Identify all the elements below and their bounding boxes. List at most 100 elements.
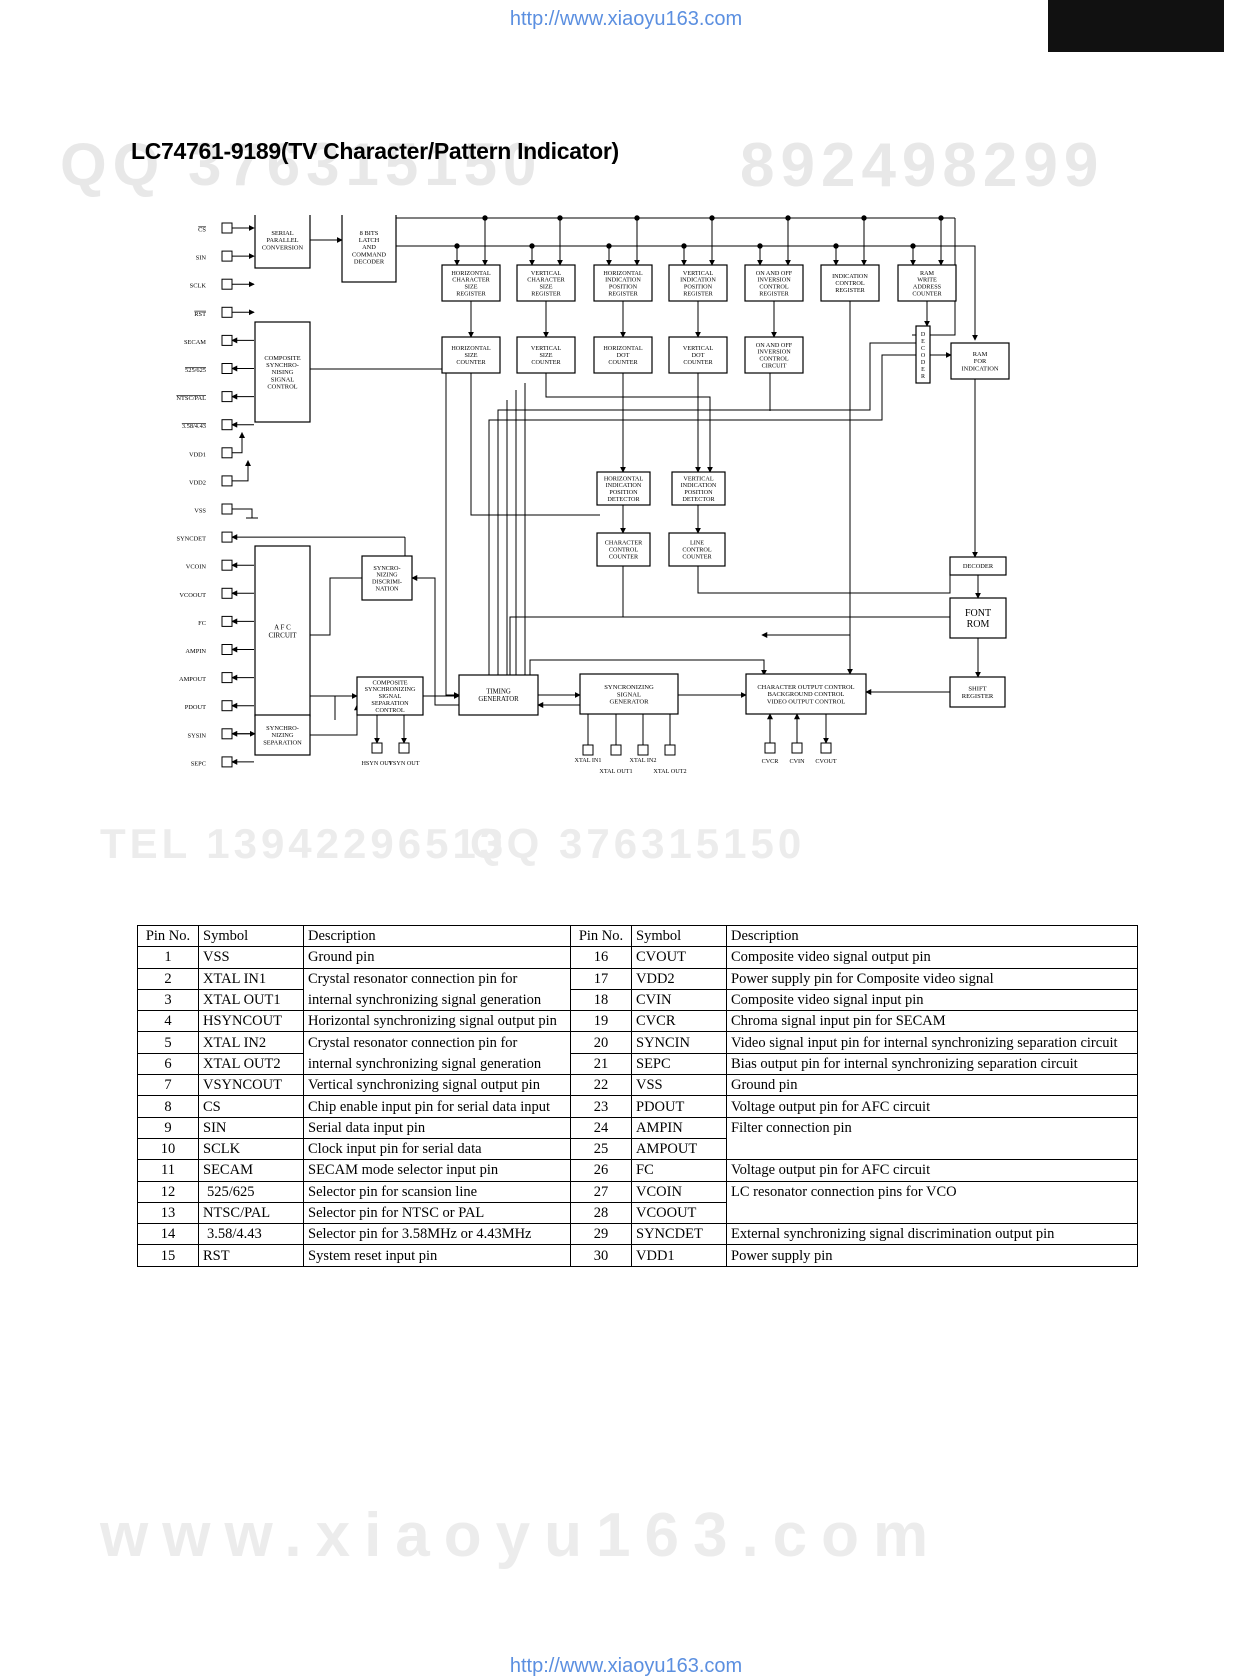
counter-label: CIRCUIT (762, 363, 787, 370)
table-cell: 25 (570, 1137, 632, 1161)
pin-terminal (610, 744, 622, 756)
serial-parallel-conversion-label: SERIAL (271, 230, 293, 237)
register-label: SIZE (464, 284, 477, 291)
table-cell: XTAL OUT1 (198, 988, 304, 1012)
counter-label: COUNTER (683, 359, 713, 366)
sync-signal-generator-label: SYNCRONIZING (604, 684, 654, 691)
pin-label: VDD1 (189, 451, 206, 458)
table-cell (726, 1202, 1138, 1225)
table-cell: 15 (137, 1244, 199, 1267)
character-counter-box (596, 532, 651, 567)
counter-box (516, 336, 576, 374)
table-cell: SCLK (198, 1137, 304, 1161)
serial-parallel-conversion-box (254, 215, 311, 269)
table-cell: VCOOUT (631, 1201, 727, 1225)
table-cell: Chroma signal input pin for SECAM (726, 1010, 1138, 1033)
synchronizing-separation-label: NIZING (271, 732, 293, 739)
latch-command-decoder-label: 8 BITS (360, 230, 379, 237)
header-description: Description (303, 924, 571, 948)
pin-terminal (221, 672, 233, 684)
table-cell: 22 (570, 1074, 632, 1097)
line-counter-label: CONTROL (682, 547, 711, 554)
table-cell: FC (631, 1159, 727, 1182)
register-label: VERTICAL (531, 270, 561, 277)
vertical-decoder-letter: D (921, 332, 926, 338)
table-cell: 10 (137, 1137, 199, 1161)
bottom-pin-label: HSYN OUT (361, 760, 392, 767)
table-cell: CS (198, 1095, 304, 1118)
table-cell: Voltage output pin for AFC circuit (726, 1095, 1138, 1118)
wire (495, 342, 916, 696)
table-cell: 1 (137, 946, 199, 969)
pin-terminal (221, 334, 233, 346)
pin-terminal (221, 306, 233, 318)
line-counter-label: COUNTER (682, 554, 712, 561)
line-counter-box (668, 532, 726, 567)
pin-terminal (221, 503, 233, 515)
pin-terminal (221, 391, 233, 403)
latch-command-decoder-label: DECODER (354, 259, 385, 266)
table-cell: VSYNCOUT (198, 1074, 304, 1097)
bottom-pin-label: XTAL IN2 (630, 757, 657, 764)
register-box (668, 264, 728, 302)
table-cell: Selector pin for NTSC or PAL (303, 1201, 571, 1225)
register-label: INDICATION (680, 277, 716, 284)
register-label: REGISTER (835, 287, 865, 294)
vertical-detector-label: VERTICAL (683, 475, 713, 482)
footer-url[interactable]: http://www.xiaoyu163.com (509, 1655, 743, 1677)
table-cell: 29 (570, 1223, 632, 1246)
register-label: COUNTER (912, 291, 942, 298)
vertical-decoder-box (915, 325, 931, 384)
pin-terminal (221, 475, 233, 487)
sync-discrimination-label: SYNCRO- (373, 565, 400, 572)
connection-wires (231, 215, 981, 765)
pin-terminal (221, 587, 233, 599)
timing-generator-box (458, 674, 539, 716)
character-counter-label: COUNTER (609, 554, 639, 561)
register-box (441, 264, 501, 302)
register-label: REGISTER (683, 291, 713, 298)
pin-terminal (221, 531, 233, 543)
pin-label: NTSC/PAL (176, 395, 206, 402)
register-label: WRITE (917, 277, 937, 284)
pin-terminal (221, 615, 233, 627)
register-label: CONTROL (835, 280, 864, 287)
table-cell: 28 (570, 1201, 632, 1225)
pin-label: VCOIN (186, 564, 207, 571)
pin-label: SIN (196, 255, 207, 262)
counter-label: COUNTER (456, 359, 486, 366)
register-label: CHARACTER (527, 277, 565, 284)
register-label: REGISTER (759, 291, 789, 298)
ram-for-indication-label: INDICATION (962, 365, 999, 372)
character-output-control-label: CHARACTER OUTPUT CONTROL (757, 684, 854, 691)
vertical-decoder-letter: E (921, 339, 925, 345)
register-label: POSITION (609, 284, 638, 291)
pin-terminal (221, 700, 233, 712)
header-url[interactable]: http://www.xiaoyu163.com (509, 8, 743, 30)
table-cell: 27 (570, 1180, 632, 1203)
pin-label: VSS (194, 508, 206, 515)
pin-terminal (820, 742, 832, 754)
composite-sync-separation-label: CONTROL (375, 707, 404, 714)
table-cell: 24 (570, 1116, 632, 1139)
horizontal-detector-label: POSITION (609, 489, 638, 496)
synchronizing-separation-label: SEPARATION (263, 739, 302, 746)
wire (509, 616, 623, 695)
table-cell: Filter connection pin (726, 1116, 1138, 1139)
ram-for-indication-label: FOR (974, 358, 987, 365)
wire (697, 566, 951, 594)
timing-generator-label: TIMING (486, 689, 511, 696)
pin-label: RST (194, 311, 206, 318)
table-cell: AMPIN (631, 1116, 727, 1139)
counter-label: HORIZONTAL (603, 345, 643, 352)
watermark-qq-2: QQ 376315150 (470, 820, 806, 867)
table-cell: 30 (570, 1244, 632, 1267)
